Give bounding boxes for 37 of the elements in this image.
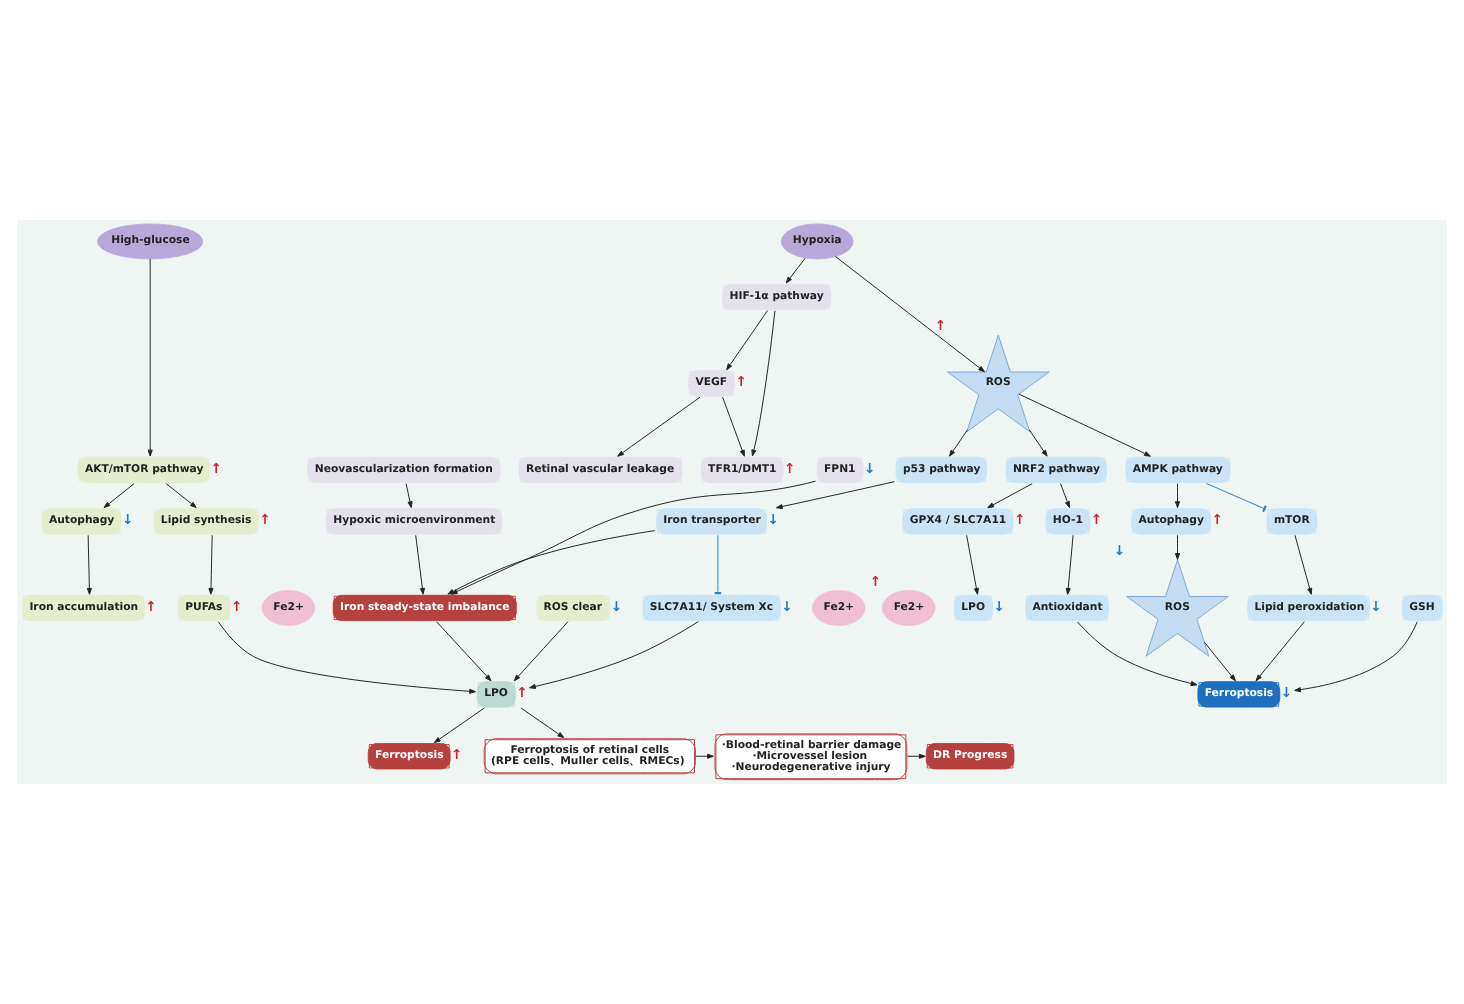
arrow <box>617 396 701 457</box>
arrow <box>1028 429 1048 457</box>
arrow <box>987 483 1033 509</box>
arrow <box>217 621 477 694</box>
arrow <box>775 481 895 510</box>
arrow <box>1018 393 1151 457</box>
arrow <box>1174 483 1181 509</box>
arrow <box>1294 621 1418 693</box>
arrow <box>1065 534 1074 595</box>
arrow <box>520 707 565 739</box>
arrow <box>1174 534 1181 560</box>
arrow <box>165 483 197 509</box>
arrow <box>949 429 968 457</box>
arrow <box>785 257 806 284</box>
arrow <box>695 753 714 759</box>
arrow <box>513 621 569 682</box>
arrow <box>208 534 214 595</box>
arrow <box>405 483 413 509</box>
arrow <box>1294 534 1313 595</box>
arrow <box>433 707 485 744</box>
arrow <box>722 396 745 457</box>
arrow <box>86 534 92 595</box>
arrow <box>415 534 425 595</box>
arrow <box>966 534 979 595</box>
arrow <box>529 621 699 689</box>
arrow <box>906 753 926 759</box>
arrow <box>1060 483 1070 509</box>
arrow <box>1203 641 1236 682</box>
arrow <box>103 483 135 509</box>
arrow <box>751 310 776 457</box>
connector <box>1206 483 1267 513</box>
arrow <box>1077 621 1198 686</box>
arrow <box>147 258 153 457</box>
arrow <box>436 621 492 682</box>
arrow <box>835 256 985 373</box>
arrow <box>1255 621 1305 682</box>
arrow <box>726 310 768 371</box>
